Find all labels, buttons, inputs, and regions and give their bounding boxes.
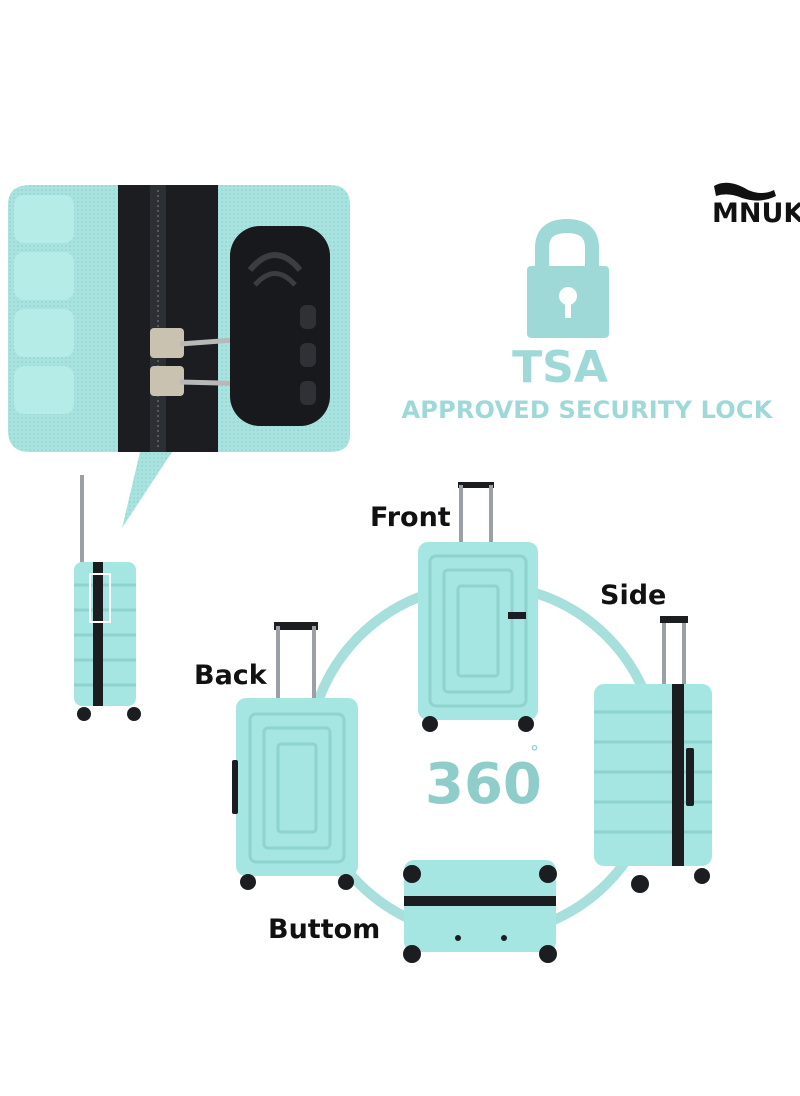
suitcase-bottom-view — [403, 860, 557, 963]
view-label-back: Back — [194, 660, 267, 691]
padlock-icon — [527, 218, 609, 338]
rotation-unit: ° — [530, 742, 539, 763]
suitcase-back-view — [232, 622, 358, 890]
view-label-side: Side — [600, 580, 667, 611]
brand-logo-icon — [714, 182, 776, 201]
lock-subtitle: APPROVED SECURITY LOCK — [401, 396, 773, 424]
lock-closeup-callout — [8, 185, 350, 528]
brand-logo: MNUK — [712, 178, 800, 238]
suitcase-small-side-view — [74, 475, 141, 721]
lock-title: TSA — [512, 342, 608, 393]
brand-name: MNUK — [712, 198, 800, 229]
view-label-front: Front — [370, 502, 451, 533]
rotation-value: 360 — [425, 752, 542, 817]
view-label-bottom: Buttom — [268, 914, 381, 945]
suitcase-front-view — [418, 482, 538, 732]
suitcase-side-view — [594, 616, 712, 893]
